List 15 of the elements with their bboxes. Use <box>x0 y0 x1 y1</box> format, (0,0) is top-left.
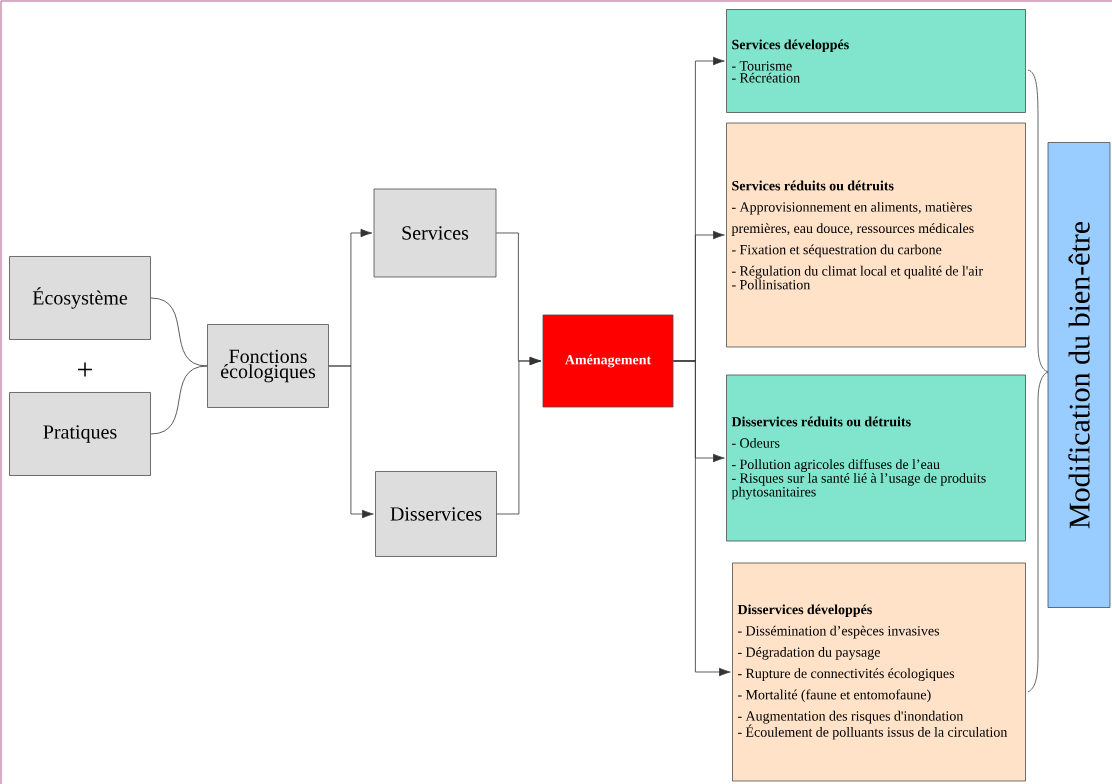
list-box: Disservices développés - Dissémination d’espèces invasives - Dégradation du paysage - Rupture de connectivités écologiques - Mortalité (faune et entomofaune) - Augmentation des risques d'inondation - Écoulement de polluants issus de la circulation <box>732 562 1026 782</box>
process-box: Fonctions écologiques <box>207 324 329 408</box>
arrow <box>496 356 542 515</box>
list-box: Services développés - Tourisme - Récréation <box>726 9 1026 113</box>
process-box: Aménagement <box>542 314 674 408</box>
list-box: Disservices réduits ou détruits - Odeurs - Pollution agricoles diffuses de l’eau - Risques sur la santé lié à l’usage de produits phytosanitaires <box>726 374 1026 542</box>
list-box: Services réduits ou détruits - Approvisionnement en aliments, matières premières, eau douce, ressources médicales - Fixation et séquestration du carbone - Régulation du climat local et qualité de l'air - Pollinisation <box>726 122 1026 348</box>
plus-sign: + <box>78 362 92 377</box>
process-box: Pratiques <box>9 392 151 476</box>
process-box: Disservices <box>375 471 497 557</box>
result-box: Modification du bien-être <box>1047 142 1111 608</box>
arrow <box>673 360 731 677</box>
arrow <box>328 365 374 519</box>
process-box: Services <box>373 188 497 278</box>
process-box: Écosystème <box>9 256 151 340</box>
